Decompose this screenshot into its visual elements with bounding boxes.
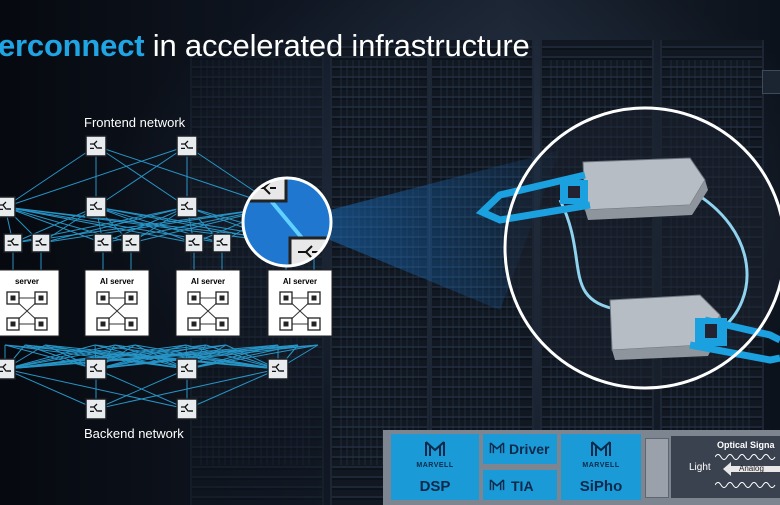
ai-server-box: AI server (84, 269, 150, 337)
ai-server-box: AI server (175, 269, 241, 337)
sipho-chip: MARVELL SiPho (561, 434, 641, 500)
analog-wave-icon (715, 482, 776, 488)
switch-icon (0, 196, 16, 218)
marvell-logo-icon (489, 442, 505, 454)
server-label: AI server (191, 277, 225, 286)
optical-wave-icon (715, 454, 776, 460)
switch-icon (267, 358, 289, 380)
sipho-brand: MARVELL (582, 462, 620, 469)
connector-graphic (645, 438, 669, 498)
sipho-label: SiPho (579, 478, 623, 495)
arrow-left-icon (723, 462, 780, 476)
switch-icon (31, 233, 51, 253)
zoom-beam (330, 150, 560, 310)
switch-icon (85, 196, 107, 218)
title-highlight: erconnect (0, 28, 145, 63)
server-label: AI server (100, 277, 134, 286)
light-label: Light (689, 462, 711, 473)
optical-module-top (582, 157, 708, 220)
marvell-logo-icon (425, 441, 445, 456)
chip-panel: MARVELL DSP Driver TIA MARVELL SiPho Opt… (383, 430, 780, 505)
switch-icon (212, 233, 232, 253)
optical-signal-label: Optical Signa (717, 440, 775, 450)
analog-label: Analog (739, 464, 764, 473)
dsp-chip: MARVELL DSP (391, 434, 479, 500)
switch-icon (85, 135, 107, 157)
switch-icon (176, 358, 198, 380)
title-rest: in accelerated infrastructure (144, 28, 530, 63)
tia-label: TIA (511, 478, 534, 494)
marvell-logo-icon (489, 479, 505, 491)
transceiver-circle (475, 106, 780, 390)
switch-icon (85, 358, 107, 380)
server-label: server (15, 277, 39, 286)
backend-network-label: Backend network (84, 426, 184, 441)
switch-icon (121, 233, 141, 253)
magnifier-circle (241, 176, 333, 268)
slide-title: erconnect in accelerated infrastructure (0, 28, 530, 64)
dsp-brand: MARVELL (416, 462, 454, 469)
ai-servers: server AI server AI server AI server (0, 269, 333, 337)
switch-icon (3, 233, 23, 253)
frontend-network-label: Frontend network (84, 115, 186, 130)
switch-icon (176, 398, 198, 420)
tia-chip: TIA (483, 470, 557, 500)
switch-icon (184, 233, 204, 253)
switch-icon (0, 358, 16, 380)
dsp-label: DSP (419, 478, 451, 495)
side-thumbnail (762, 70, 780, 94)
marvell-logo-icon (591, 441, 611, 456)
server-label: AI server (283, 277, 317, 286)
driver-chip: Driver (483, 434, 557, 464)
switch-icon (85, 398, 107, 420)
switch-icon (93, 233, 113, 253)
switch-icon (176, 135, 198, 157)
driver-label: Driver (509, 441, 550, 457)
switch-icon (288, 236, 330, 265)
signal-area: Optical Signa Light Analog (671, 436, 780, 498)
ai-server-box: AI server (267, 269, 333, 337)
ai-server-box: server (0, 269, 60, 337)
switch-icon (176, 196, 198, 218)
